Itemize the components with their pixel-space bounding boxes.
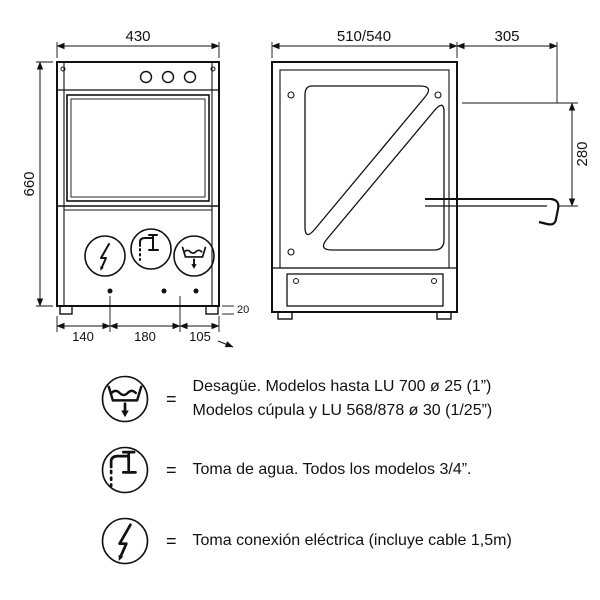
svg-text:280: 280: [574, 141, 591, 166]
dimension-510-540: 510/540: [271, 28, 458, 58]
connection-dot: [107, 288, 113, 294]
svg-text:660: 660: [21, 171, 38, 196]
svg-text:140: 140: [72, 329, 94, 344]
side-foot: [436, 311, 452, 320]
front-door-panel: [66, 94, 210, 202]
dimension-20: 20: [222, 304, 249, 316]
svg-text:430: 430: [125, 28, 150, 45]
front-foot: [59, 305, 73, 315]
svg-text:180: 180: [134, 329, 156, 344]
dimension-bottom: 140 180 105: [56, 296, 234, 348]
legend-item-electric: = Toma conexión eléctrica (incluye cable…: [100, 516, 600, 566]
legend-line: Desagüe. Modelos hasta LU 700 ø 25 (1”): [192, 378, 492, 395]
screw-icon: [431, 278, 437, 284]
screw-icon: [434, 91, 442, 99]
dimension-280: 280: [462, 102, 591, 207]
legend-text-drain: Desagüe. Modelos hasta LU 700 ø 25 (1”) …: [193, 375, 493, 423]
dimension-305: 305: [456, 28, 558, 103]
electric-connection-icon: [84, 235, 126, 277]
legend-line: Toma conexión eléctrica (incluye cable 1…: [192, 532, 512, 549]
screw-icon: [293, 278, 299, 284]
svg-text:20: 20: [237, 304, 249, 316]
dimension-660: 660: [21, 61, 53, 307]
tap-icon: [101, 446, 149, 494]
door-handle: [538, 197, 560, 226]
open-door: [425, 197, 560, 226]
dimension-430: 430: [56, 28, 220, 58]
technical-drawing: 430 660 20: [21, 28, 591, 348]
electric-icon: [101, 517, 149, 565]
legend: = Desagüe. Modelos hasta LU 700 ø 25 (1”…: [0, 374, 600, 566]
front-view: 430 660 20: [21, 28, 249, 348]
base-plinth: [286, 273, 444, 307]
drain-connection-icon: [173, 235, 215, 277]
svg-text:510/540: 510/540: [337, 28, 391, 45]
legend-item-water: = Toma de agua. Todos los modelos 3/4”.: [100, 445, 600, 495]
legend-line: Toma de agua. Todos los modelos 3/4”.: [192, 461, 472, 478]
legend-text-water: Toma de agua. Todos los modelos 3/4”.: [193, 458, 472, 482]
screw-icon: [287, 248, 295, 256]
svg-text:305: 305: [494, 28, 519, 45]
connection-dot: [161, 288, 167, 294]
svg-text:105: 105: [189, 329, 211, 344]
equals-sign: =: [166, 388, 177, 409]
legend-item-drain: = Desagüe. Modelos hasta LU 700 ø 25 (1”…: [100, 374, 600, 424]
equals-sign: =: [166, 530, 177, 551]
legend-text-electric: Toma conexión eléctrica (incluye cable 1…: [193, 529, 512, 553]
legend-line: Modelos cúpula y LU 568/878 ø 30 (1/25”): [192, 402, 493, 419]
side-view: 510/540 305 280: [271, 28, 591, 320]
connection-dot: [193, 288, 199, 294]
side-panel-brace: [304, 85, 445, 251]
side-foot: [277, 311, 293, 320]
control-knobs-icon: [60, 66, 216, 84]
front-foot: [205, 305, 219, 315]
equals-sign: =: [166, 459, 177, 480]
screw-icon: [287, 91, 295, 99]
drain-icon: [101, 375, 149, 423]
water-connection-icon: [130, 228, 172, 270]
